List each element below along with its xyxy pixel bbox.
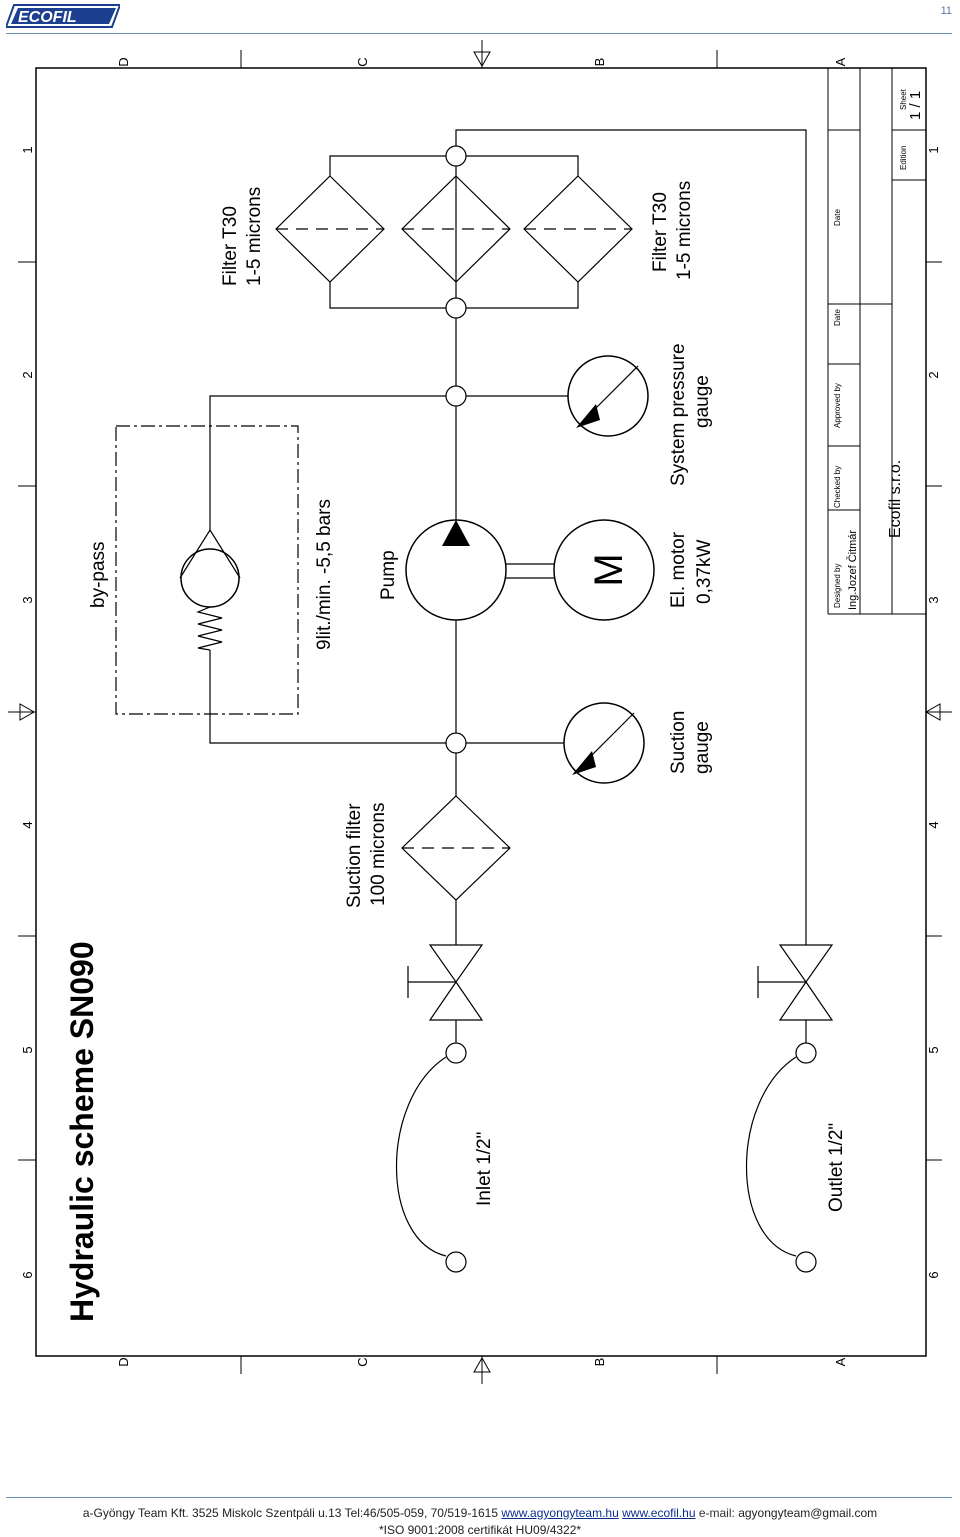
border-letter: B bbox=[592, 1358, 607, 1367]
ecofil-logo: ECOFIL bbox=[6, 4, 120, 28]
border-number: 5 bbox=[926, 1046, 941, 1053]
header-rule bbox=[6, 33, 952, 34]
label-suction-filter-2: 100 microns bbox=[368, 803, 389, 907]
filter-t30-icons bbox=[275, 175, 633, 283]
border-letter: A bbox=[833, 57, 848, 66]
tb-edition-label: Edition bbox=[899, 146, 908, 170]
tb-date-label: Date bbox=[833, 209, 842, 226]
border-number: 3 bbox=[20, 596, 35, 603]
border-letter: D bbox=[116, 1357, 131, 1366]
junction-nodes bbox=[445, 145, 817, 1273]
label-suction-gauge-1: Suction bbox=[668, 711, 689, 774]
border-number: 5 bbox=[20, 1046, 35, 1053]
suction-gauge-icon bbox=[563, 702, 645, 784]
filter-icon bbox=[275, 175, 385, 283]
border-number: 4 bbox=[20, 821, 35, 828]
label-pressure-gauge-1: System pressure bbox=[668, 343, 689, 486]
border-letter: B bbox=[592, 58, 607, 67]
motor-icon: M bbox=[553, 519, 655, 621]
tb-approved-label: Approved by bbox=[833, 383, 842, 428]
pump-icon bbox=[405, 519, 507, 621]
label-motor-2: 0,37kW bbox=[694, 540, 715, 604]
motor-symbol: M bbox=[587, 553, 631, 586]
label-filter-right-2: 1-5 microns bbox=[674, 181, 695, 280]
label-suction-filter-1: Suction filter bbox=[344, 803, 365, 908]
border-letter: A bbox=[833, 1357, 848, 1366]
border-number: 3 bbox=[926, 596, 941, 603]
drawing-title: Hydraulic scheme SN090 bbox=[64, 941, 100, 1322]
label-bypass: by-pass bbox=[88, 541, 109, 608]
border-number: 1 bbox=[20, 146, 35, 153]
border-letter: D bbox=[116, 57, 131, 66]
hydraulic-scheme-drawing: D C B A D C B A 1 2 3 4 5 6 1 2 3 4 5 6 … bbox=[8, 40, 952, 1384]
title-block bbox=[827, 68, 926, 615]
tb-designer: Ing.Jozef Čitmár bbox=[846, 530, 859, 610]
border-number: 1 bbox=[926, 146, 941, 153]
label-pump: Pump bbox=[378, 550, 399, 600]
label-flow: 9lit./min. -5,5 bars bbox=[314, 499, 335, 650]
border-number: 2 bbox=[926, 371, 941, 378]
tb-sheet-label: Sheet bbox=[899, 88, 908, 110]
page-number: 11 bbox=[940, 5, 952, 17]
tb-sheet-value: 1 / 1 bbox=[907, 91, 924, 120]
outlet-valve-icon bbox=[757, 944, 834, 1021]
footer-rule bbox=[6, 1497, 952, 1498]
border-number: 2 bbox=[20, 371, 35, 378]
label-filter-right-1: Filter T30 bbox=[650, 192, 671, 272]
footer-email-label: e-mail: bbox=[698, 1506, 735, 1520]
footer-email: agyongyteam@gmail.com bbox=[738, 1506, 878, 1520]
footer-certificate: *ISO 9001:2008 certifikát HU09/4322* bbox=[378, 1523, 582, 1537]
label-suction-gauge-2: gauge bbox=[692, 721, 713, 774]
filter-icon bbox=[401, 175, 511, 283]
filter-icon bbox=[523, 175, 633, 283]
footer-link-agyongyteam[interactable]: www.agyongyteam.hu bbox=[501, 1506, 619, 1520]
hydraulic-lines bbox=[209, 129, 807, 1257]
footer-link-ecofil[interactable]: www.ecofil.hu bbox=[622, 1506, 696, 1520]
tb-company: Ecofil s.r.o. bbox=[887, 460, 904, 538]
tb-date-label: Date bbox=[833, 309, 842, 326]
label-inlet: Inlet 1/2" bbox=[474, 1132, 495, 1206]
border-number: 6 bbox=[20, 1271, 35, 1278]
label-motor-1: El. motor bbox=[668, 531, 689, 608]
border-letter: C bbox=[355, 57, 370, 66]
label-filter-top-1: Filter T30 bbox=[220, 206, 241, 286]
logo-text: ECOFIL bbox=[18, 9, 77, 26]
pressure-gauge-icon bbox=[567, 355, 649, 437]
bypass-valve-icon bbox=[115, 425, 299, 715]
border-ticks bbox=[18, 50, 942, 1374]
label-filter-top-2: 1-5 microns bbox=[244, 187, 265, 286]
border-letter: C bbox=[355, 1357, 370, 1366]
inlet-valve-icon bbox=[407, 944, 484, 1021]
tb-checked-label: Checked by bbox=[833, 466, 842, 508]
component-labels: Filter T30 1-5 microns Filter T30 1-5 mi… bbox=[88, 181, 847, 1212]
title-block-text: Sheet 1 / 1 Edition Date Date Approved b… bbox=[833, 88, 924, 610]
footer-contact-line: a-Gyöngy Team Kft. 3525 Miskolc Szentpál… bbox=[0, 1506, 960, 1520]
label-pressure-gauge-2: gauge bbox=[692, 375, 713, 428]
border-numbers: 1 2 3 4 5 6 1 2 3 4 5 6 bbox=[20, 146, 941, 1278]
border-letters: D C B A D C B A bbox=[116, 57, 848, 1366]
footer-address: a-Gyöngy Team Kft. 3525 Miskolc Szentpál… bbox=[82, 1506, 499, 1520]
centering-marks bbox=[8, 40, 952, 1384]
label-outlet: Outlet 1/2" bbox=[826, 1123, 847, 1212]
tb-designed-label: Designed by bbox=[833, 564, 842, 608]
border-number: 4 bbox=[926, 821, 941, 828]
suction-filter-icon bbox=[401, 795, 511, 901]
border-number: 6 bbox=[926, 1271, 941, 1278]
